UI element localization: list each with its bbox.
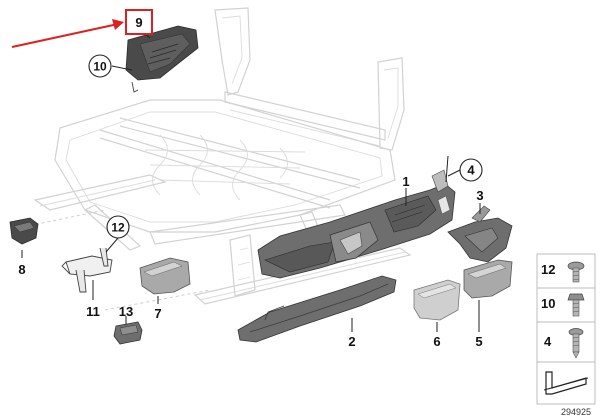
svg-text:8: 8 [18,262,25,277]
svg-text:4: 4 [467,163,475,178]
callout-9: 9 [125,9,153,35]
svg-text:1: 1 [402,174,409,189]
diagram-number: 294925 [561,407,591,417]
part-2-lower-trim [237,275,397,343]
part-5-cover [463,259,513,299]
highlight-arrow [11,19,124,48]
svg-text:12: 12 [541,262,555,277]
svg-text:13: 13 [119,304,133,319]
part-9-backrest-trim [125,25,199,93]
seat-frame [17,7,412,311]
callout-13: 13 [119,304,133,319]
direction-arrow-icon [543,371,589,395]
callout-1: 1 [402,174,409,189]
screw-icon [568,328,584,359]
callout-3: 3 [476,188,483,203]
callout-5: 5 [475,334,482,349]
legend-item-10: 10 [541,293,585,317]
bolt-icon [567,293,585,317]
svg-text:2: 2 [348,334,355,349]
legend-item-12: 12 [541,261,585,283]
svg-text:4: 4 [544,334,552,349]
callout-2: 2 [348,334,355,349]
part-13-clip [113,321,143,345]
callout-11: 11 [86,304,100,319]
svg-text:6: 6 [433,334,440,349]
svg-text:10: 10 [541,296,555,311]
svg-text:3: 3 [476,188,483,203]
screw-icon [567,261,585,283]
callout-4: 4 [459,158,483,182]
callout-6: 6 [433,334,440,349]
part-1-side-trim-panel [257,169,456,279]
callout-10: 10 [88,54,112,78]
legend-item-4: 4 [544,328,584,359]
svg-text:12: 12 [111,221,125,235]
leader-lines [21,29,481,332]
svg-text:9: 9 [135,15,142,30]
part-11-bracket [61,247,113,293]
svg-text:7: 7 [154,306,161,321]
callout-12: 12 [106,215,130,239]
svg-text:5: 5 [475,334,482,349]
part-8-cap [9,217,39,245]
callout-8: 8 [18,262,25,277]
part-6-cover [413,279,461,321]
part-3-trim-end [447,205,513,263]
callout-7: 7 [154,306,161,321]
fastener-legend: 12 10 4 [536,253,596,405]
part-7-cover [139,257,191,295]
svg-text:11: 11 [86,304,100,319]
svg-text:10: 10 [93,60,107,74]
